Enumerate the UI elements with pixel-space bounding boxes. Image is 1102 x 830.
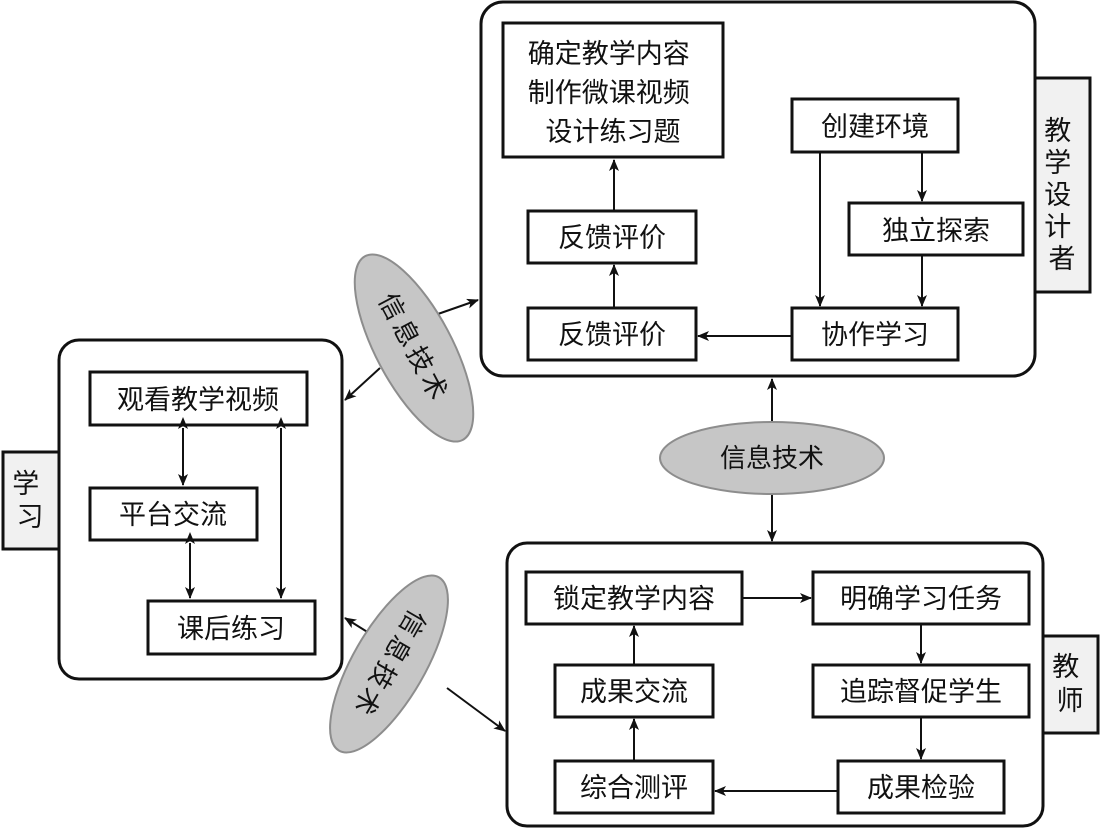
create-env-text: 创建环境 (821, 112, 929, 143)
it-connector-top-left: 信息技术 (344, 253, 479, 443)
prepare-line: 制作微课视频 (528, 78, 690, 109)
share-text: 成果交流 (580, 677, 688, 708)
learner-group: 学 习 观看教学视频 平台交流 课后练习 (1, 338, 344, 681)
practice-box (146, 599, 317, 656)
teacher-label-char: 师 (1057, 686, 1084, 717)
learner-label-char: 学 (12, 469, 39, 500)
it-connector-center: 信息技术 (659, 378, 885, 542)
designer-group: 教 学 设 计 者 确定教学内容 制作微课视频 设计练习题 反馈评价 反馈评价 … (479, 0, 1092, 378)
share-box (553, 663, 715, 719)
arrow-it-to-teacher-bottom (446, 687, 506, 732)
watch-text: 观看教学视频 (117, 385, 279, 416)
track-box (811, 663, 1031, 719)
designer-label-char: 设 (1044, 180, 1071, 211)
explore-box (847, 201, 1025, 257)
prepare-line: 设计练习题 (546, 117, 681, 148)
collab-text: 协作学习 (821, 320, 929, 351)
explore-text: 独立探索 (882, 216, 990, 247)
designer-label-tab (1033, 76, 1092, 294)
designer-label-char: 学 (1044, 148, 1071, 179)
check-text: 成果检验 (867, 773, 975, 804)
it-label-center: 信息技术 (720, 444, 824, 474)
teacher-label: 教 师 (1052, 652, 1088, 717)
platform-box (88, 486, 259, 542)
teacher-label-char: 教 (1052, 652, 1079, 683)
check-box (836, 759, 1006, 815)
teacher-group: 教 师 锁定教学内容 明确学习任务 追踪督促学生 成果检验 综合测评 成果交流 (505, 541, 1100, 828)
feedback-lower-box (526, 306, 698, 362)
clarify-task-text: 明确学习任务 (840, 584, 1002, 615)
watch-box (88, 370, 309, 427)
feedback-lower-text: 反馈评价 (558, 320, 666, 351)
learner-label-tab (1, 450, 61, 551)
prepare-text: 确定教学内容 制作微课视频 设计练习题 (528, 39, 699, 148)
learner-label: 学 习 (12, 469, 48, 533)
feedback-upper-box (526, 209, 698, 265)
practice-text: 课后练习 (177, 614, 285, 645)
designer-label: 教 学 设 计 者 (1044, 116, 1080, 275)
designer-label-char: 计 (1044, 212, 1071, 243)
create-env-box (790, 97, 960, 154)
prepare-box (501, 21, 725, 159)
learner-label-char: 习 (17, 502, 44, 533)
designer-label-char: 教 (1044, 116, 1071, 147)
it-ellipse-top-left (353, 253, 475, 443)
clarify-task-box (811, 570, 1031, 626)
arrow-it-to-learner (344, 367, 381, 401)
track-text: 追踪督促学生 (840, 677, 1002, 708)
it-ellipse-bottom-left (329, 574, 449, 754)
teacher-label-tab (1041, 634, 1100, 735)
feedback-upper-text: 反馈评价 (558, 223, 666, 254)
collab-box (790, 306, 960, 362)
evaluate-text: 综合测评 (580, 773, 688, 804)
designer-label-char: 者 (1049, 244, 1076, 275)
evaluate-box (553, 759, 715, 815)
it-ellipse-center (659, 421, 885, 495)
prepare-line: 确定教学内容 (528, 39, 690, 70)
lock-content-text: 锁定教学内容 (553, 584, 715, 615)
platform-text: 平台交流 (119, 500, 227, 531)
